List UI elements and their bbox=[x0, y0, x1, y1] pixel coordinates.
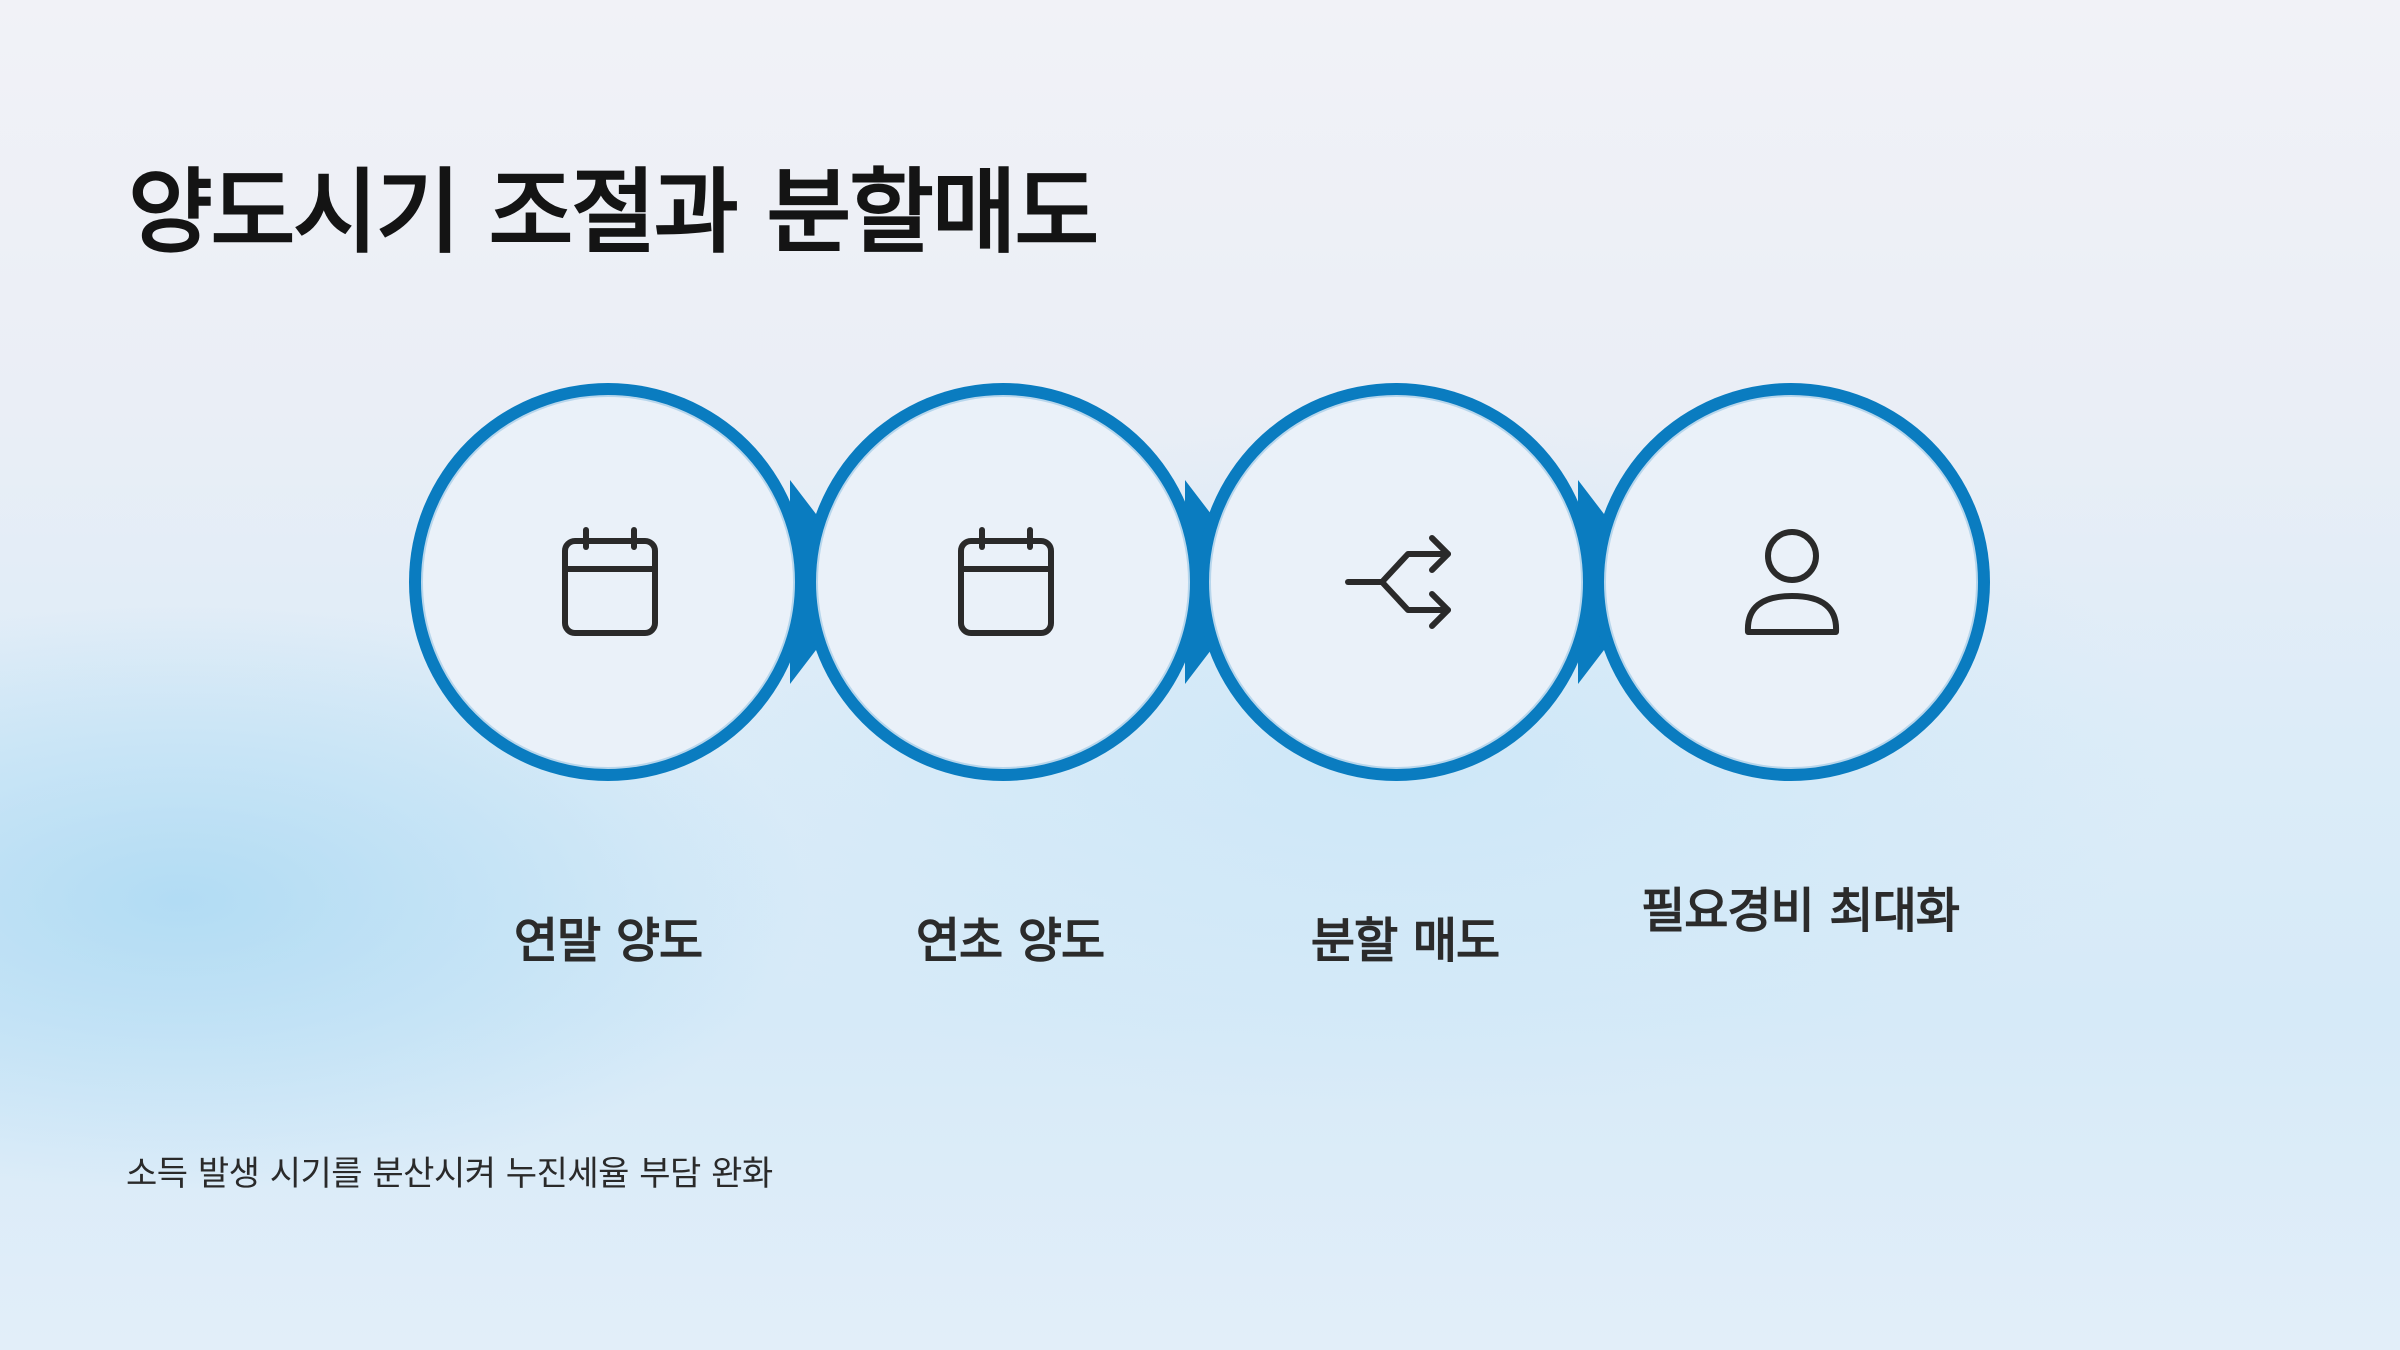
split-arrows-icon bbox=[1345, 535, 1451, 629]
step-3-disc bbox=[1209, 395, 1583, 769]
calendar-icon bbox=[958, 527, 1054, 636]
step-label-year-start: 연초 양도 bbox=[915, 913, 1105, 969]
page-title: 양도시기 조절과 분할매도 bbox=[128, 159, 1099, 266]
step-label-year-end: 연말 양도 bbox=[513, 913, 703, 969]
step-label-max-expenses: 필요경비 최대화 bbox=[1641, 883, 1960, 939]
step-1-disc bbox=[421, 395, 795, 769]
step-label-split-sale: 분할 매도 bbox=[1310, 913, 1500, 969]
person-icon bbox=[1744, 529, 1840, 635]
calendar-icon bbox=[562, 527, 658, 636]
footnote: 소득 발생 시기를 분산시켜 누진세율 부담 완화 bbox=[126, 1154, 773, 1194]
step-2-disc bbox=[816, 395, 1190, 769]
